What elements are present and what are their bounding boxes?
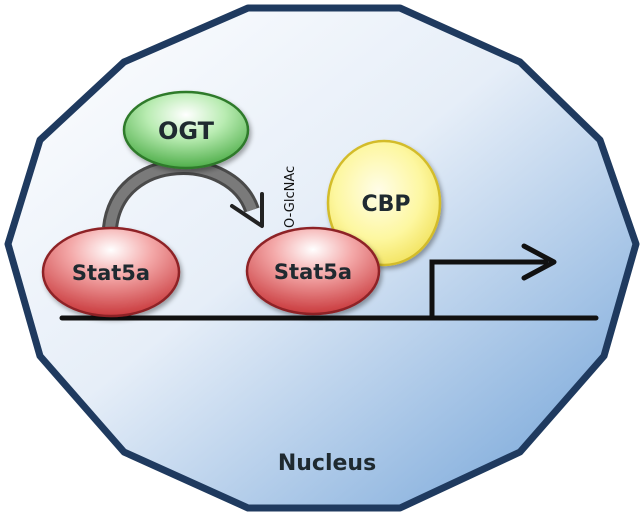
cbp-label: CBP <box>361 192 410 217</box>
stat5a-left-protein <box>41 226 181 318</box>
transcription-start-arrow <box>429 259 548 318</box>
stat5a-right-protein <box>245 226 381 316</box>
o-glcnac-label: O-GlcNAc <box>283 166 298 228</box>
ogt-protein <box>122 90 250 170</box>
transcription-arrowhead <box>521 243 557 281</box>
nucleus-label: Nucleus <box>278 451 376 476</box>
stat5a-left-label: Stat5a <box>72 261 150 285</box>
cbp-protein <box>326 139 442 267</box>
stat5a-right-label: Stat5a <box>274 260 352 284</box>
ogt-label: OGT <box>158 117 215 145</box>
transfer-arrowhead <box>230 192 264 228</box>
